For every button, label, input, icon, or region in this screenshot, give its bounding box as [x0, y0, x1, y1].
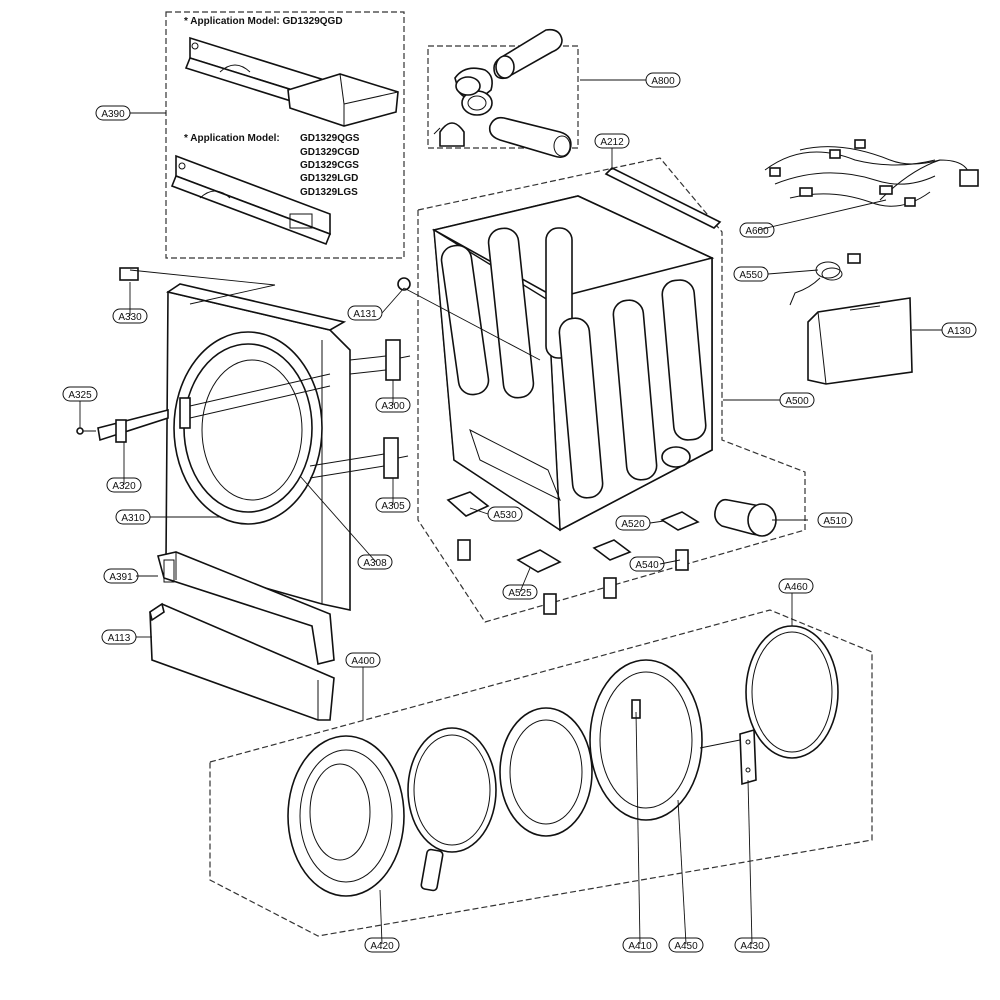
door-gasket-a460	[745, 625, 839, 759]
svg-text:A113: A113	[108, 633, 131, 644]
svg-text:A510: A510	[823, 516, 847, 527]
svg-text:A600: A600	[745, 226, 769, 237]
callout-A410: A410	[622, 937, 658, 953]
callout-A390: A390	[95, 105, 131, 121]
svg-text:A212: A212	[600, 137, 624, 148]
svg-text:A131: A131	[353, 309, 377, 320]
callout-A330: A330	[112, 308, 148, 324]
svg-text:* Application Model: GD1329QGD: * Application Model: GD1329QGD	[184, 16, 343, 27]
door-ring-second	[407, 727, 497, 853]
svg-text:A520: A520	[621, 519, 645, 530]
callout-A113: A113	[101, 629, 137, 645]
callout-A310: A310	[115, 509, 151, 525]
lower-bracket	[157, 551, 335, 665]
door-switch	[119, 267, 139, 281]
callout-A540: A540	[629, 556, 665, 572]
cabinet-group-box	[417, 157, 806, 623]
svg-text:A325: A325	[68, 390, 92, 401]
callout-A130: A130	[941, 322, 977, 338]
door-glass	[499, 707, 593, 837]
callout-A510: A510	[817, 512, 853, 528]
front-bracket-rail	[76, 373, 331, 443]
callout-A450: A450	[668, 937, 704, 953]
exhaust-duct	[714, 498, 777, 537]
svg-text:A300: A300	[381, 401, 405, 412]
grommet	[397, 277, 411, 291]
callout-A131: A131	[347, 305, 383, 321]
svg-text:A320: A320	[112, 481, 136, 492]
svg-text:A420: A420	[370, 941, 394, 952]
callout-A520: A520	[615, 515, 651, 531]
svg-text:A308: A308	[363, 558, 387, 569]
svg-text:A390: A390	[101, 109, 125, 120]
callout-A391: A391	[103, 568, 139, 584]
application-model-box	[165, 11, 405, 259]
kick-plate	[149, 602, 335, 721]
callout-A420: A420	[364, 937, 400, 953]
svg-text:A430: A430	[740, 941, 764, 952]
door-handle	[420, 848, 444, 892]
callout-A400: A400	[345, 652, 381, 668]
svg-text:A540: A540	[635, 560, 659, 571]
callout-A308: A308	[357, 554, 393, 570]
svg-text:GD1329LGD: GD1329LGD	[300, 173, 358, 184]
hinge-lower	[309, 437, 409, 479]
svg-text:A310: A310	[121, 513, 145, 524]
svg-text:A305: A305	[381, 501, 405, 512]
wire-harness	[764, 139, 979, 207]
svg-text:A450: A450	[674, 941, 698, 952]
callout-A525: A525	[502, 584, 538, 600]
svg-text:A130: A130	[947, 326, 971, 337]
power-cord	[789, 253, 861, 306]
door-hinge-a430	[699, 728, 757, 786]
svg-text:A330: A330	[118, 312, 142, 323]
rear-cover	[807, 297, 913, 385]
svg-text:A410: A410	[628, 941, 652, 952]
cabinet	[431, 195, 715, 532]
svg-text:A800: A800	[651, 76, 675, 87]
callout-A530: A530	[487, 506, 523, 522]
svg-text:A500: A500	[785, 396, 809, 407]
callout-A305: A305	[375, 497, 411, 513]
svg-text:GD1329CGS: GD1329CGS	[300, 160, 359, 171]
application-model-notes: * Application Model: GD1329QGD * Applica…	[184, 16, 360, 198]
door-ring-a420	[287, 735, 405, 897]
svg-text:A530: A530	[493, 510, 517, 521]
svg-text:A400: A400	[351, 656, 375, 667]
callout-A430: A430	[734, 937, 770, 953]
callout-A325: A325	[62, 386, 98, 402]
leveling-legs	[446, 491, 700, 615]
svg-text:* Application Model:: * Application Model:	[184, 133, 280, 144]
svg-text:GD1329QGS: GD1329QGS	[300, 133, 360, 144]
callout-A500: A500	[779, 392, 815, 408]
svg-text:GD1329LGS: GD1329LGS	[300, 187, 358, 198]
svg-text:A525: A525	[508, 588, 532, 599]
callout-A460: A460	[778, 578, 814, 594]
hinge-upper	[349, 339, 411, 381]
callout-A320: A320	[106, 477, 142, 493]
pcb-bracket-upper	[184, 36, 399, 127]
vent-duct-parts	[433, 28, 572, 158]
callout-A550: A550	[733, 266, 769, 282]
callout-A600: A600	[739, 222, 775, 238]
svg-text:A550: A550	[739, 270, 763, 281]
leader-lines	[79, 79, 942, 945]
svg-text:GD1329CGD: GD1329CGD	[300, 147, 359, 158]
svg-text:A460: A460	[784, 582, 808, 593]
door-ring-a450	[589, 659, 703, 821]
front-panel	[165, 283, 351, 611]
pcb-bracket-lower	[170, 154, 332, 246]
svg-text:A391: A391	[109, 572, 133, 583]
callout-A300: A300	[375, 397, 411, 413]
callout-A212: A212	[594, 133, 630, 149]
door-group-box	[209, 609, 873, 937]
top-rail	[604, 167, 722, 229]
callout-A800: A800	[645, 72, 681, 88]
